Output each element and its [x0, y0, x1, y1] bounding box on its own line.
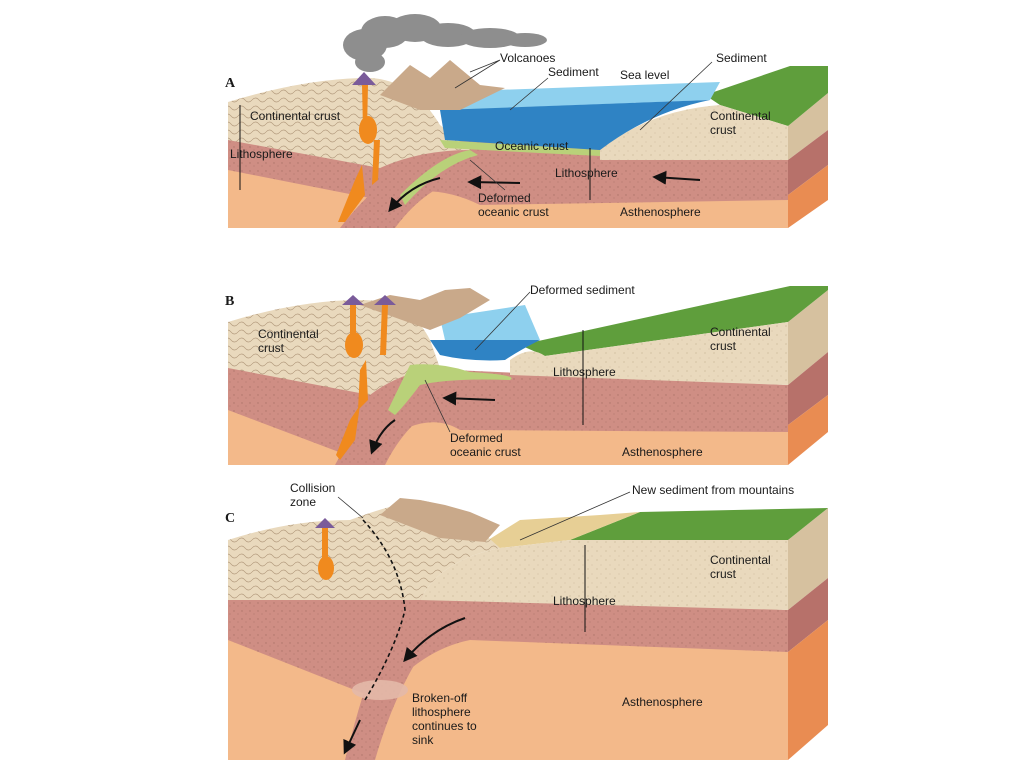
panel-a-volcano-left — [352, 72, 376, 85]
panel-a-label-lithosphere-mid: Lithosphere — [555, 166, 618, 180]
panel-a-magma — [338, 85, 380, 222]
panel-c-volcano — [315, 518, 335, 528]
panel-c-collision-zone-line — [362, 519, 406, 701]
panel-b-label-asthenosphere: Asthenosphere — [622, 445, 703, 459]
panel-c-label-asthenosphere: Asthenosphere — [622, 695, 703, 709]
panel-c-label-new-sediment: New sediment from mountains — [632, 483, 794, 497]
panel-a-label-deformed-1: Deformed — [478, 191, 531, 205]
panel-a-label-sediment-right: Sediment — [716, 51, 767, 65]
panel-a-subduction-arrow — [388, 177, 441, 213]
panel-a-volcanic-smoke — [343, 14, 547, 72]
panel-c-mountains — [380, 498, 500, 542]
panel-c-label-broken-4: sink — [412, 733, 434, 747]
panel-a-ocean-top — [440, 82, 720, 110]
panel-a-label-continental-right-1: Continental — [710, 109, 771, 123]
panel-a-label-sea-level: Sea level — [620, 68, 669, 82]
panel-a-label-deformed-2: oceanic crust — [478, 205, 549, 219]
panel-a-label-oceanic-crust: Oceanic crust — [495, 139, 569, 153]
panel-c-letter: C — [225, 511, 235, 526]
panel-c-sink-arrow — [343, 719, 361, 755]
panel-a-label-sediment-left: Sediment — [548, 65, 599, 79]
panel-c-label-continental-right-2: crust — [710, 567, 737, 581]
panel-a-label-asthenosphere: Asthenosphere — [620, 205, 701, 219]
panel-b-subduction-arrow — [369, 419, 396, 455]
panel-b-label-continental-left-2: crust — [258, 341, 285, 355]
panel-b-plate-arrow-mid — [442, 391, 496, 406]
panel-b-mountains — [360, 288, 490, 330]
panel-c-magma — [318, 528, 334, 580]
panel-c-break-zone — [352, 680, 408, 700]
panel-c-block-side — [788, 508, 828, 760]
panel-b-volcano-right — [374, 295, 396, 305]
panel-c-label-collision-2: zone — [290, 495, 316, 509]
panel-b-volcano-left — [342, 295, 364, 305]
panel-a-ocean-front — [440, 100, 710, 150]
panel-c-new-sediment — [485, 512, 640, 548]
panel-a-oceanic-crust — [440, 140, 600, 156]
panel-a: A — [225, 14, 828, 228]
panel-c-label-collision-1: Collision — [290, 481, 335, 495]
panel-b-label-lithosphere-mid: Lithosphere — [553, 365, 616, 379]
panel-c-land-top-right — [570, 508, 828, 540]
panel-b-label-deformed-1: Deformed — [450, 431, 503, 445]
panel-c-label-broken-1: Broken-off — [412, 691, 468, 705]
panel-a-block-side — [788, 93, 828, 228]
panel-a-label-continental-crust-left: Continental crust — [250, 109, 341, 123]
panel-a-label-continental-right-2: crust — [710, 123, 737, 137]
panel-c-label-broken-3: continues to — [412, 719, 477, 733]
panel-b-letter: B — [225, 294, 234, 309]
panel-a-label-volcanoes: Volcanoes — [500, 51, 555, 65]
panel-c-plate-arrow — [403, 617, 466, 663]
panel-b-ocean-top — [440, 305, 540, 340]
panel-c-label-lithosphere-mid: Lithosphere — [553, 594, 616, 608]
panel-b-ocean-front — [430, 340, 540, 361]
panel-c-label-continental-right-1: Continental — [710, 553, 771, 567]
panel-b-magma — [336, 305, 388, 460]
panel-c-label-broken-2: lithosphere — [412, 705, 471, 719]
panel-b-block-side — [788, 290, 828, 465]
panel-b-label-continental-right-2: crust — [710, 339, 737, 353]
panel-b: B Continen — [225, 283, 828, 465]
panel-a-plate-arrow-right — [652, 170, 701, 185]
panel-b-label-deformed-sediment: Deformed sediment — [530, 283, 635, 297]
panel-a-mountains — [380, 60, 505, 110]
panel-a-label-lithosphere-left: Lithosphere — [230, 147, 293, 161]
panel-b-oceanic-crust — [388, 364, 512, 415]
panel-b-label-continental-left-1: Continental — [258, 327, 319, 341]
panel-a-letter: A — [225, 76, 236, 91]
panel-b-label-continental-right-1: Continental — [710, 325, 771, 339]
panel-b-land-top-right — [520, 286, 828, 356]
panel-a-plate-arrow-mid — [467, 175, 521, 190]
panel-c: C Collision zone New sedimen — [225, 481, 828, 760]
panel-a-land-top-right — [705, 66, 828, 126]
panel-b-label-deformed-2: oceanic crust — [450, 445, 521, 459]
